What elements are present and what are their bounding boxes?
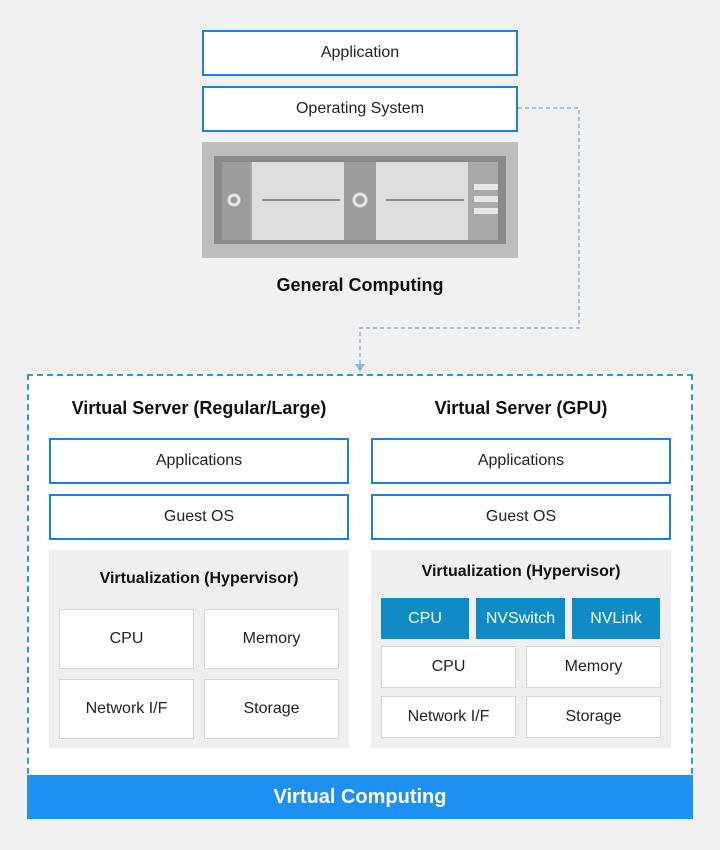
gpu-hw-cpu: CPU — [381, 646, 516, 688]
gpu-accel-nvlink-label: NVLink — [590, 609, 642, 627]
gpu-hw-cpu-label: CPU — [431, 658, 466, 675]
virtual-computing-label: Virtual Computing — [273, 785, 447, 808]
gpu-applications-box: Applications — [371, 438, 671, 484]
regular-hw-storage: Storage — [204, 679, 339, 739]
regular-hypervisor-title: Virtualization (Hypervisor) — [99, 570, 299, 587]
regular-hw-cpu-label: CPU — [109, 630, 144, 647]
application-box: Application — [202, 30, 518, 76]
gpu-guest-os-label: Guest OS — [485, 508, 557, 525]
gpu-accel-cpu: CPU — [381, 598, 469, 639]
regular-hw-cpu: CPU — [59, 609, 194, 669]
regular-server-title: Virtual Server (Regular/Large) — [71, 398, 327, 418]
regular-hw-memory-label: Memory — [242, 630, 301, 647]
regular-guest-os-label: Guest OS — [163, 508, 235, 525]
gpu-hw-storage-label: Storage — [565, 708, 622, 725]
operating-system-box: Operating System — [202, 86, 518, 132]
regular-hw-memory: Memory — [204, 609, 339, 669]
server-icon — [202, 142, 518, 258]
regular-hw-storage-label: Storage — [243, 700, 300, 717]
gpu-hw-memory-label: Memory — [564, 658, 623, 675]
regular-hw-network-label: Network I/F — [85, 700, 168, 717]
gpu-hw-memory: Memory — [526, 646, 661, 688]
operating-system-label: Operating System — [295, 100, 425, 117]
gpu-hypervisor-title: Virtualization (Hypervisor) — [421, 563, 621, 580]
regular-guest-os-box: Guest OS — [49, 494, 349, 540]
regular-applications-box: Applications — [49, 438, 349, 484]
server-illustration — [202, 142, 518, 258]
general-computing-caption: General Computing — [276, 275, 444, 295]
gpu-hw-network-label: Network I/F — [407, 708, 490, 725]
gpu-guest-os-box: Guest OS — [371, 494, 671, 540]
gpu-applications-label: Applications — [477, 452, 565, 469]
gpu-hw-network: Network I/F — [381, 696, 516, 738]
gpu-accel-nvswitch-label: NVSwitch — [485, 609, 556, 627]
application-label: Application — [320, 44, 400, 61]
gpu-accel-cpu-label: CPU — [408, 609, 442, 627]
gpu-accel-nvlink: NVLink — [572, 598, 660, 639]
regular-applications-label: Applications — [155, 452, 243, 469]
regular-hw-network: Network I/F — [59, 679, 194, 739]
gpu-hw-storage: Storage — [526, 696, 661, 738]
gpu-server-title: Virtual Server (GPU) — [434, 398, 608, 418]
gpu-accel-nvswitch: NVSwitch — [476, 598, 565, 639]
virtual-computing-caption: Virtual Computing — [27, 775, 693, 819]
